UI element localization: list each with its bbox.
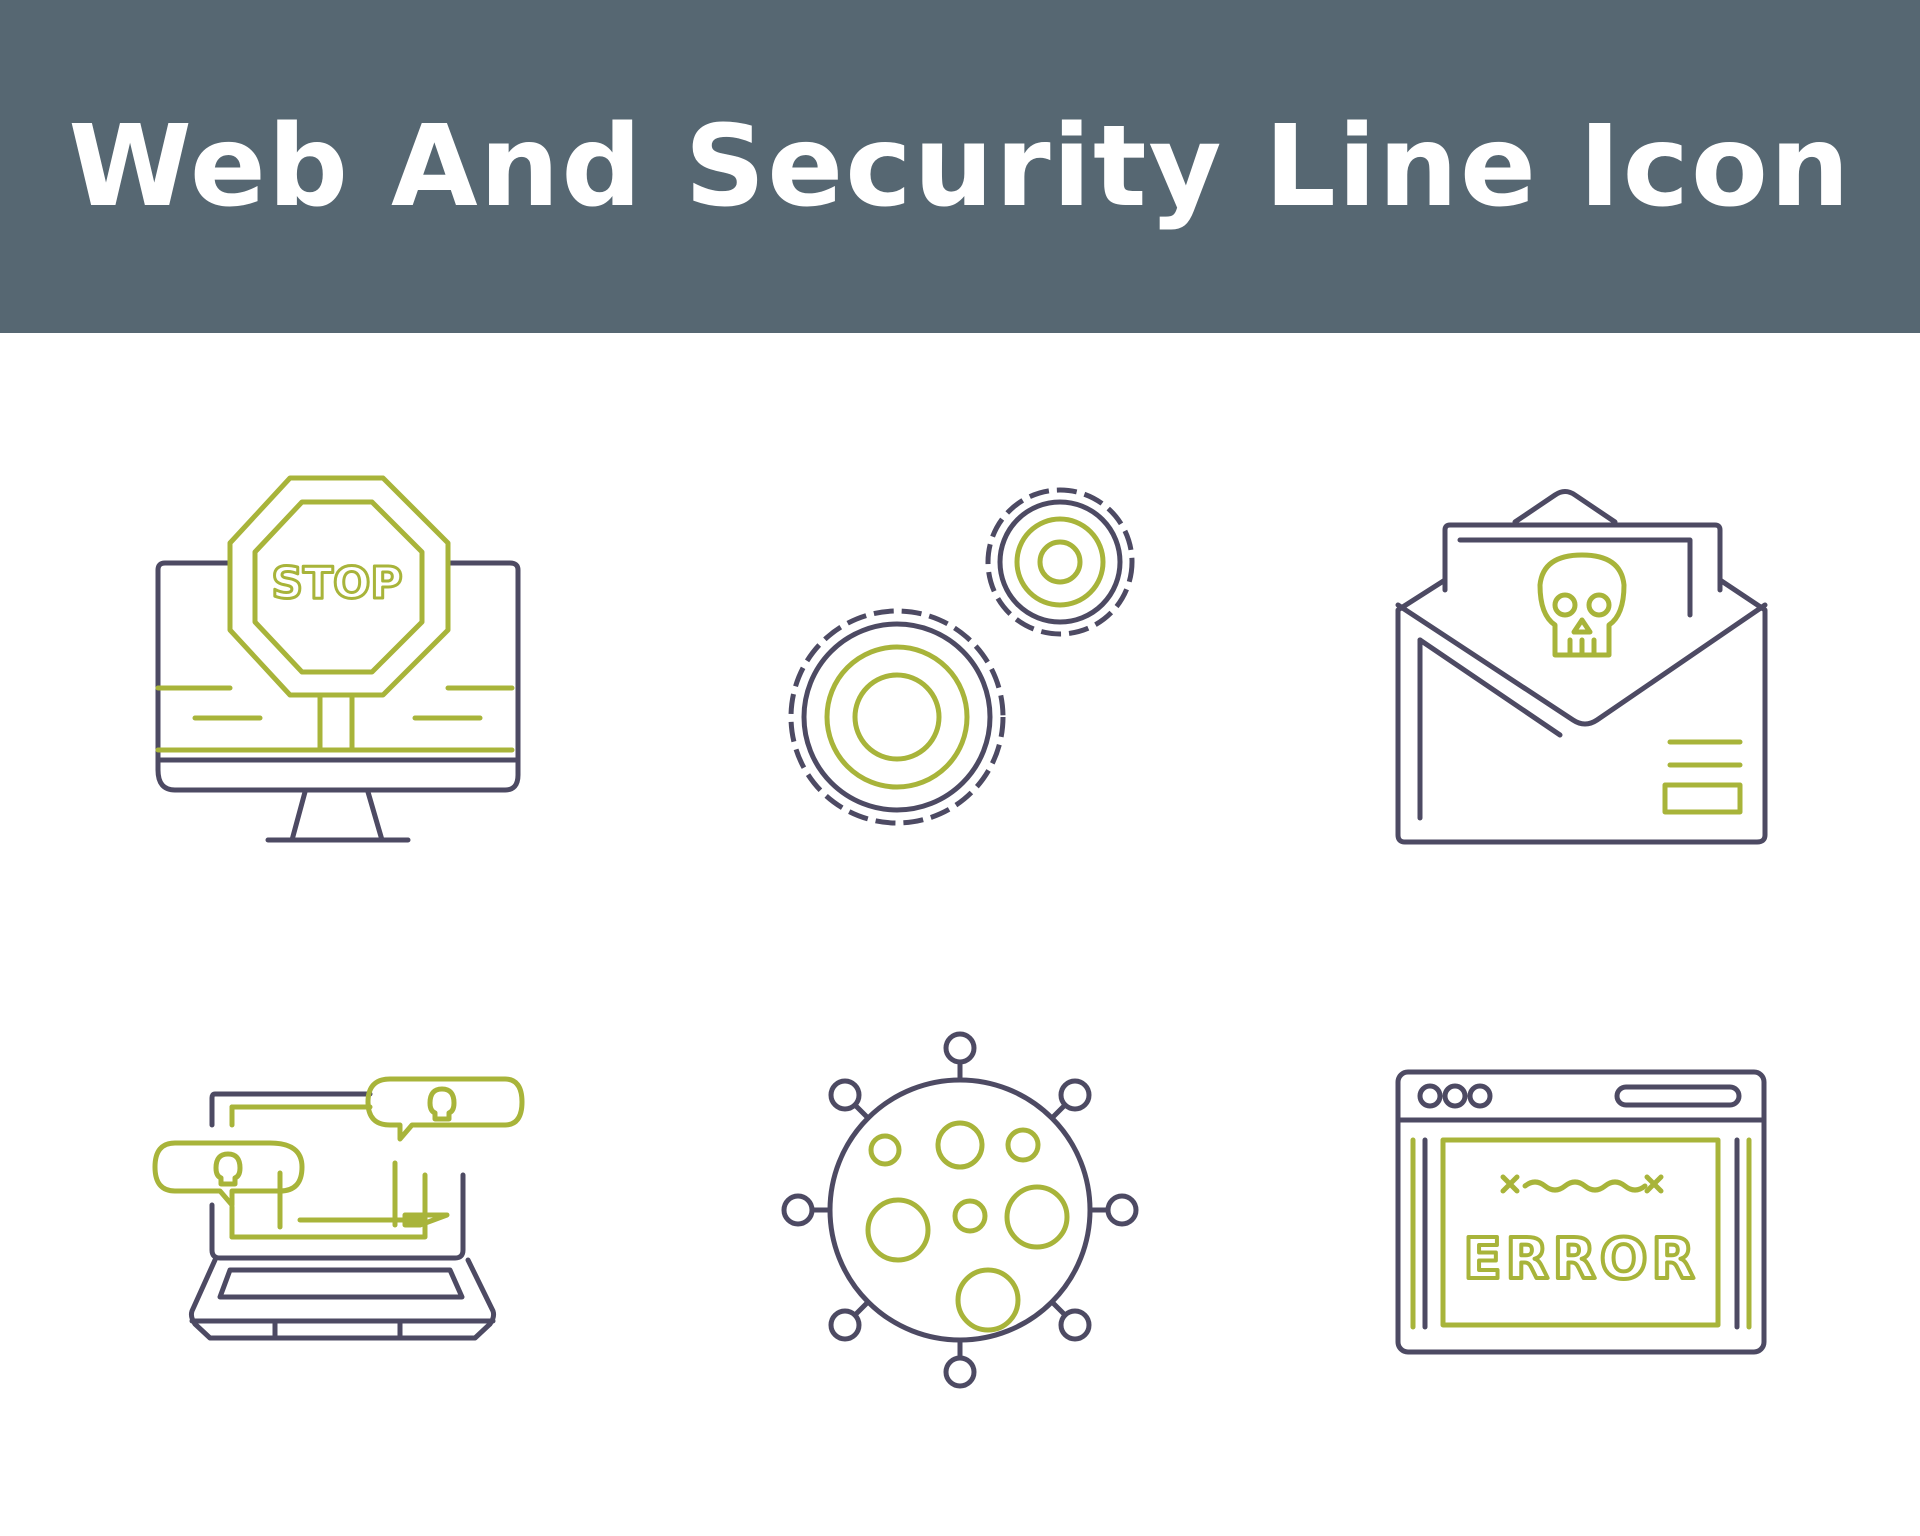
browser-error-icon: ERROR — [1395, 1065, 1775, 1365]
malware-email-icon — [1395, 470, 1775, 850]
stop-sign-text: STOP — [271, 558, 402, 609]
title-banner: Web And Security Line Icon — [0, 0, 1920, 333]
laptop-virus-alert-icon — [150, 1065, 530, 1365]
error-text: ERROR — [1463, 1227, 1698, 1292]
gears-settings-icon — [770, 470, 1150, 850]
computer-stop-sign-icon: STOP — [150, 470, 530, 850]
virus-icon — [770, 1020, 1150, 1400]
page-title: Web And Security Line Icon — [68, 101, 1852, 232]
